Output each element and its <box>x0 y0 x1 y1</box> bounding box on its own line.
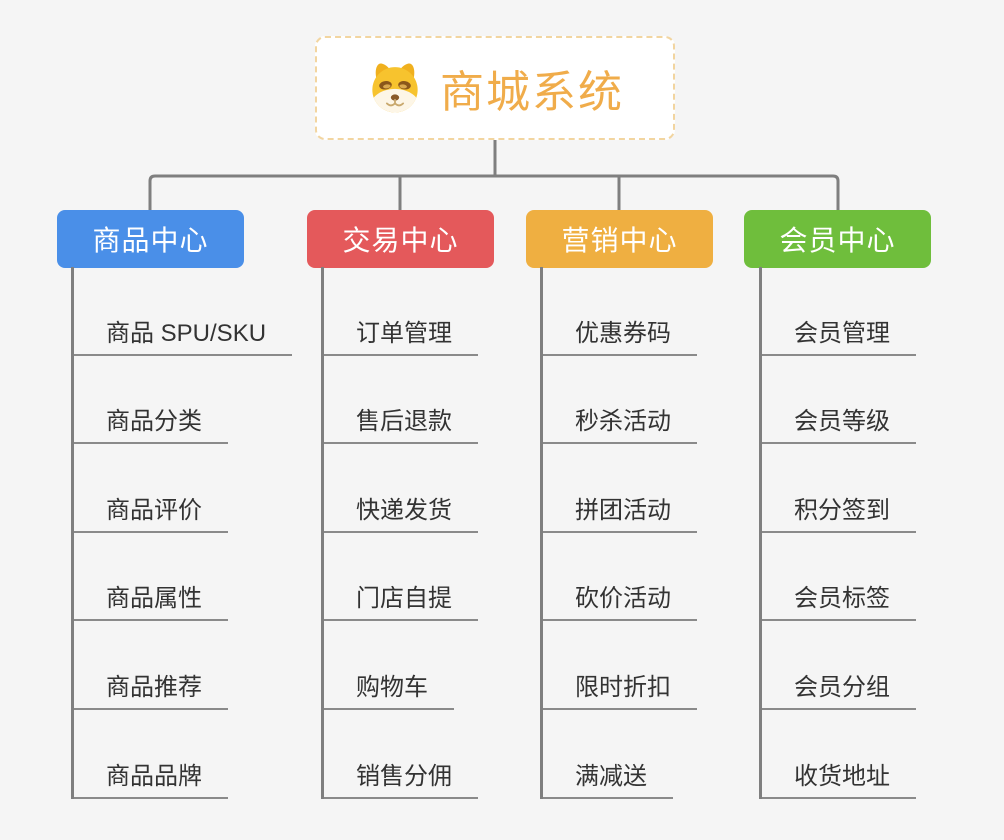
leaf-node[interactable]: 限时折扣 <box>543 667 697 710</box>
leaf-node[interactable]: 砍价活动 <box>543 578 697 622</box>
leaf-node[interactable]: 收货地址 <box>762 756 916 799</box>
leaf-node[interactable]: 商品分类 <box>74 401 228 445</box>
branch-node-product-center[interactable]: 商品中心 <box>57 210 244 268</box>
leaf-node[interactable]: 积分签到 <box>762 490 916 533</box>
leaf-node[interactable]: 售后退款 <box>324 401 478 445</box>
leaf-node[interactable]: 购物车 <box>324 667 454 710</box>
leaf-node[interactable]: 商品属性 <box>74 578 228 622</box>
root-title: 商城系统 <box>440 68 624 117</box>
branch-column-marketing: 优惠券码 秒杀活动 拼团活动 砍价活动 限时折扣 满减送 <box>540 267 697 799</box>
leaf-node[interactable]: 拼团活动 <box>543 490 697 533</box>
dog-face-icon <box>366 59 424 117</box>
leaf-node[interactable]: 会员标签 <box>762 578 916 622</box>
branch-column-member: 会员管理 会员等级 积分签到 会员标签 会员分组 收货地址 <box>759 267 916 799</box>
leaf-node[interactable]: 商品品牌 <box>74 756 228 799</box>
root-node[interactable]: 商城系统 <box>315 36 675 140</box>
branch-column-trade: 订单管理 售后退款 快递发货 门店自提 购物车 销售分佣 <box>321 267 478 799</box>
leaf-node[interactable]: 快递发货 <box>324 490 478 533</box>
leaf-node[interactable]: 订单管理 <box>324 313 478 356</box>
leaf-node[interactable]: 会员管理 <box>762 313 916 356</box>
leaf-node[interactable]: 优惠券码 <box>543 313 697 356</box>
branch-label: 会员中心 <box>779 225 896 256</box>
branch-node-member-center[interactable]: 会员中心 <box>744 210 931 268</box>
branch-column-product: 商品 SPU/SKU 商品分类 商品评价 商品属性 商品推荐 商品品牌 <box>71 267 293 799</box>
branch-node-trade-center[interactable]: 交易中心 <box>307 210 494 268</box>
leaf-node[interactable]: 满减送 <box>543 756 673 799</box>
leaf-node[interactable]: 会员等级 <box>762 401 916 445</box>
branch-label: 交易中心 <box>342 225 459 256</box>
leaf-node[interactable]: 商品 SPU/SKU <box>74 313 293 356</box>
leaf-node[interactable]: 会员分组 <box>762 667 916 710</box>
leaf-node[interactable]: 秒杀活动 <box>543 401 697 445</box>
leaf-node[interactable]: 商品评价 <box>74 490 228 533</box>
branch-label: 商品中心 <box>92 225 209 256</box>
leaf-node[interactable]: 商品推荐 <box>74 667 228 710</box>
leaf-node[interactable]: 门店自提 <box>324 578 478 622</box>
branch-node-marketing-center[interactable]: 营销中心 <box>526 210 713 268</box>
branch-label: 营销中心 <box>561 225 678 256</box>
leaf-node[interactable]: 销售分佣 <box>324 756 478 799</box>
